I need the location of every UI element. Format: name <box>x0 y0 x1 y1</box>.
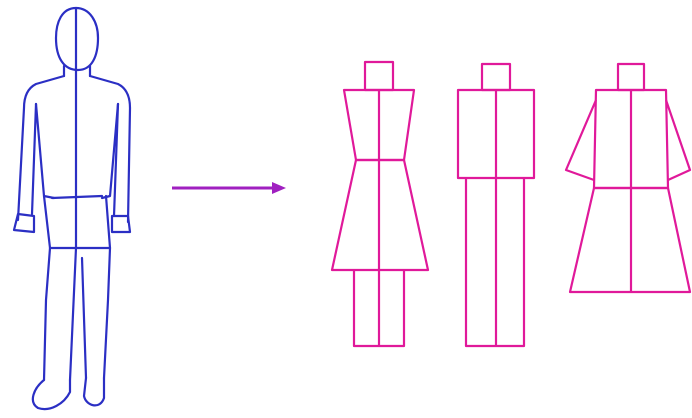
arrow-right-icon <box>172 182 286 194</box>
rectangle-silhouette-icon <box>458 64 534 346</box>
hourglass-dress-silhouette-icon <box>332 62 428 346</box>
a-line-dress-silhouette-icon <box>566 64 690 292</box>
person-outline-icon <box>14 8 130 409</box>
